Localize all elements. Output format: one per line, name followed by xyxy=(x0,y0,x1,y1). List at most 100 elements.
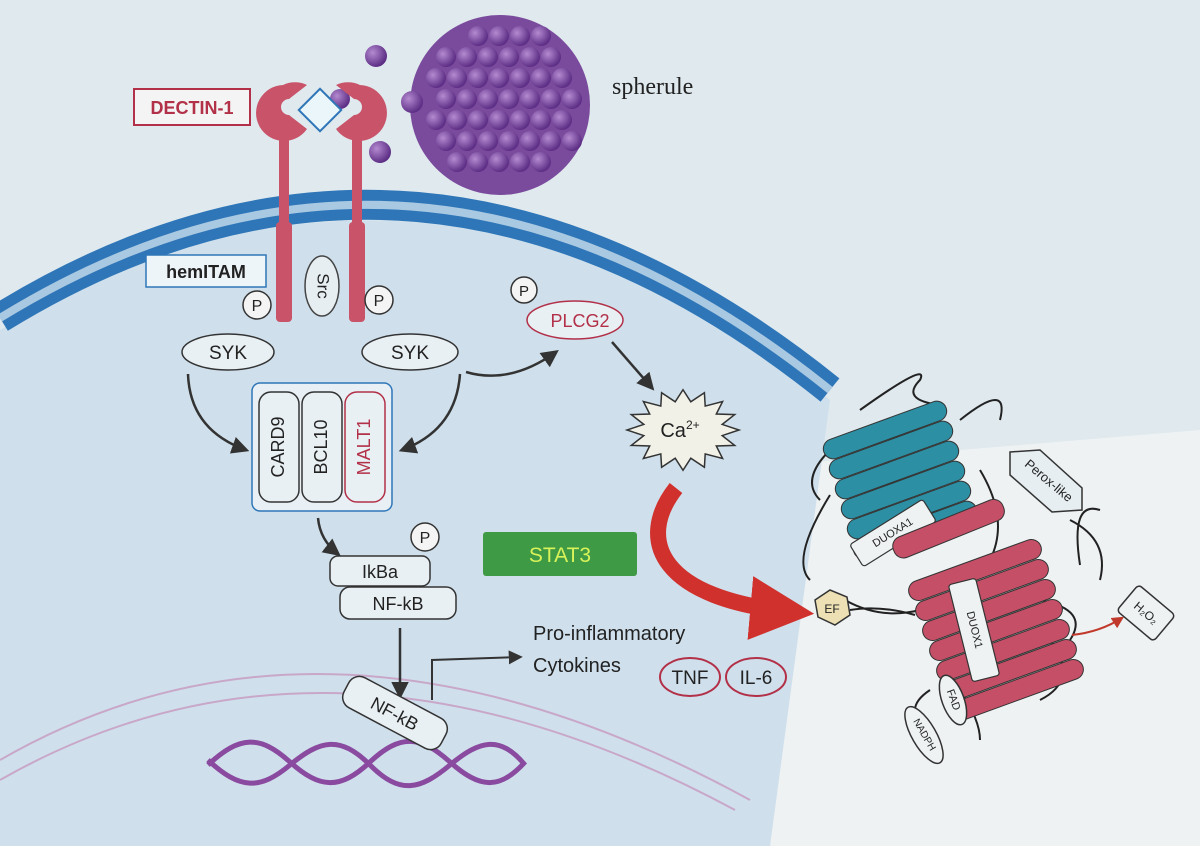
calcium-burst xyxy=(624,388,742,472)
spherule-bead xyxy=(499,89,519,109)
plcg2 xyxy=(526,300,624,340)
cytokines-label: Cytokines xyxy=(533,655,621,677)
tnf xyxy=(659,657,721,697)
spherule-bead xyxy=(531,110,551,130)
il6 xyxy=(725,657,787,697)
arrow-syk-to-plcg2 xyxy=(465,349,559,377)
phosphate-right-label: P xyxy=(374,293,385,310)
arrow-syk-right-to-cbm xyxy=(398,373,462,454)
spherule-bead xyxy=(489,26,509,46)
transmembrane-helix xyxy=(828,420,954,480)
arrow-syk-left-to-cbm xyxy=(186,373,250,454)
card9 xyxy=(258,391,300,503)
spherule-bead xyxy=(510,152,530,172)
phosphate-ikba xyxy=(410,522,440,552)
spherule-bead xyxy=(489,68,509,88)
spherule-bead xyxy=(447,68,467,88)
phosphate-left xyxy=(242,290,272,320)
spherule-bead xyxy=(436,47,456,67)
arrow-cbm-to-ikba xyxy=(316,517,341,557)
bcl10-label: BCL10 xyxy=(311,419,331,474)
spherule-bead xyxy=(552,68,572,88)
nfkb-cytoplasmic-label: NF-kB xyxy=(373,594,424,614)
nuclear-envelope-outer xyxy=(0,673,751,801)
spherule-bead xyxy=(426,68,446,88)
arrow-to-h2o2 xyxy=(1071,616,1125,636)
fad-domain xyxy=(938,674,968,726)
spherule-bead xyxy=(468,26,488,46)
dectin1-label-box xyxy=(133,88,251,126)
phosphate-plcg2-label: P xyxy=(519,283,529,300)
spherule-bead xyxy=(552,110,572,130)
phosphate-plcg2 xyxy=(510,276,538,304)
beta-glucan-ligand xyxy=(297,87,343,133)
syk-left xyxy=(181,333,275,371)
spherule-bead xyxy=(541,47,561,67)
nadph-domain xyxy=(904,705,944,765)
spherule-bead xyxy=(426,110,446,130)
phosphate-ikba-label: P xyxy=(420,530,431,547)
syk-left-label: SYK xyxy=(209,343,247,364)
spherule-bead xyxy=(478,89,498,109)
phosphate-right xyxy=(364,285,394,315)
il6-label: IL-6 xyxy=(740,668,773,689)
malt1-label: MALT1 xyxy=(354,419,374,476)
perox-like-domain xyxy=(1009,449,1083,513)
calcium-base: Ca xyxy=(660,420,686,442)
spherule-particle xyxy=(407,15,590,195)
syk-right xyxy=(361,333,459,371)
spherule-bead xyxy=(541,89,561,109)
spherule-bead xyxy=(478,47,498,67)
spherule-bead xyxy=(499,131,519,151)
spherule-bead xyxy=(447,152,467,172)
spherule-bead xyxy=(369,141,391,163)
spherule-bead xyxy=(520,131,540,151)
spherule-bead xyxy=(510,26,530,46)
spherule-bead xyxy=(457,131,477,151)
dectin1-label: DECTIN-1 xyxy=(150,98,233,118)
src-kinase xyxy=(304,255,340,317)
spherule-bead xyxy=(520,47,540,67)
spherule-bead xyxy=(457,47,477,67)
arrow-plcg2-to-calcium xyxy=(611,341,655,391)
phosphate-left-label: P xyxy=(252,298,263,315)
hemitam-label-box xyxy=(145,254,267,288)
arrow-to-cytokines xyxy=(431,650,523,700)
dna-helix xyxy=(206,739,527,789)
stat3 xyxy=(483,532,637,576)
bcl10 xyxy=(301,391,343,503)
spherule-bead xyxy=(468,152,488,172)
transmembrane-helix xyxy=(915,558,1049,622)
syk-right-label: SYK xyxy=(391,343,429,364)
spherule-bead xyxy=(531,152,551,172)
proinflammatory-label: Pro-inflammatory xyxy=(533,623,685,645)
spherule-bead xyxy=(468,110,488,130)
calcium-superscript: 2+ xyxy=(686,418,700,432)
spherule-bead xyxy=(457,89,477,109)
duox1-label-box xyxy=(948,578,1000,682)
spherule-bead xyxy=(510,68,530,88)
transmembrane-helix xyxy=(908,538,1042,602)
spherule-bead xyxy=(541,131,561,151)
transmembrane-helix xyxy=(822,400,948,460)
cell-membrane-inner xyxy=(0,200,833,394)
spherule-bead xyxy=(447,110,467,130)
spherule-bead xyxy=(401,91,423,113)
spherule-bead xyxy=(531,26,551,46)
dectin1-receptor-left xyxy=(256,82,307,322)
spherule-bead xyxy=(531,68,551,88)
stat3-label: STAT3 xyxy=(529,544,591,567)
tnf-label: TNF xyxy=(672,668,709,689)
transmembrane-helix xyxy=(834,440,960,500)
arrow-calcium-to-duox1 xyxy=(650,483,815,640)
spherule-bead xyxy=(468,68,488,88)
src-label: Src xyxy=(314,273,333,299)
ef-linker xyxy=(849,607,916,616)
spherule-label: spherule xyxy=(612,74,693,100)
spherule-bead xyxy=(562,131,582,151)
spherule-bead xyxy=(520,89,540,109)
spherule-bead xyxy=(489,110,509,130)
spherule-bead xyxy=(478,131,498,151)
hemitam-label: hemITAM xyxy=(166,262,246,282)
